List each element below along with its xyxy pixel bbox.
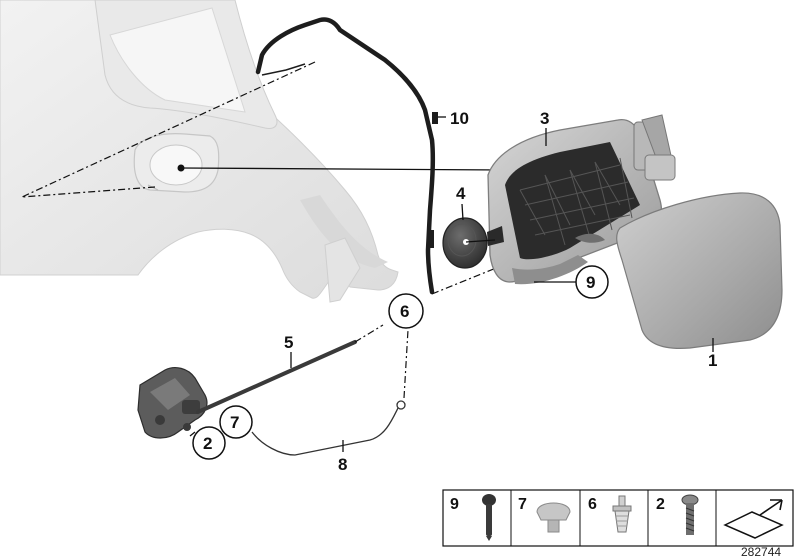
- callout-8: 8: [338, 455, 347, 474]
- legend-cell-view-arrow: [723, 499, 784, 539]
- reference-line-cable: [403, 329, 409, 399]
- legend-cell-7: 7: [518, 496, 571, 533]
- reference-number: 282744: [741, 545, 781, 559]
- rubber-buffer-icon: [536, 502, 571, 533]
- drain-hose: [255, 17, 438, 295]
- legend-cell-2: 2: [656, 494, 699, 535]
- screw-icon: [681, 494, 699, 535]
- callout-5: 5: [284, 333, 293, 352]
- parts-legend: 9 7 6 2: [442, 489, 794, 547]
- actuator-rod: [196, 340, 357, 414]
- view-direction-arrow-icon: [723, 499, 784, 539]
- push-pin-icon: [482, 494, 496, 541]
- callout-4: 4: [456, 184, 466, 203]
- callout-circle-7: 7: [219, 405, 253, 439]
- svg-text:6: 6: [588, 496, 597, 513]
- callout-6: 6: [400, 302, 409, 321]
- leader-2: [189, 431, 196, 437]
- reference-line-rod: [354, 324, 384, 343]
- svg-text:9: 9: [450, 496, 459, 513]
- expanding-rivet-icon: [612, 495, 632, 533]
- reference-line-body-upper: [21, 61, 316, 198]
- reference-line-hose: [431, 267, 497, 295]
- flap-actuator: [137, 367, 208, 439]
- callout-9: 9: [586, 273, 595, 292]
- leader-cap: [465, 239, 496, 243]
- leader-panel-to-housing: [180, 167, 506, 171]
- callout-3: 3: [540, 109, 549, 128]
- reference-line-body-lower: [21, 186, 156, 198]
- legend-cell-9: 9: [450, 494, 496, 541]
- callout-2: 2: [203, 434, 212, 453]
- callout-10: 10: [450, 109, 469, 128]
- fuel-filler-flap: [616, 192, 783, 350]
- rear-side-panel: [0, 0, 399, 303]
- callout-circle-9: 9: [575, 265, 609, 299]
- callout-circle-2: 2: [192, 426, 226, 460]
- leader-4: [461, 203, 464, 221]
- legend-cell-6: 6: [588, 495, 632, 533]
- emergency-release-cable: [251, 407, 399, 456]
- callout-1: 1: [708, 351, 717, 370]
- svg-text:2: 2: [656, 496, 665, 513]
- callout-7: 7: [230, 413, 239, 432]
- fuel-cap: [442, 217, 504, 269]
- callout-circle-6: 6: [388, 293, 424, 329]
- svg-text:7: 7: [518, 496, 527, 513]
